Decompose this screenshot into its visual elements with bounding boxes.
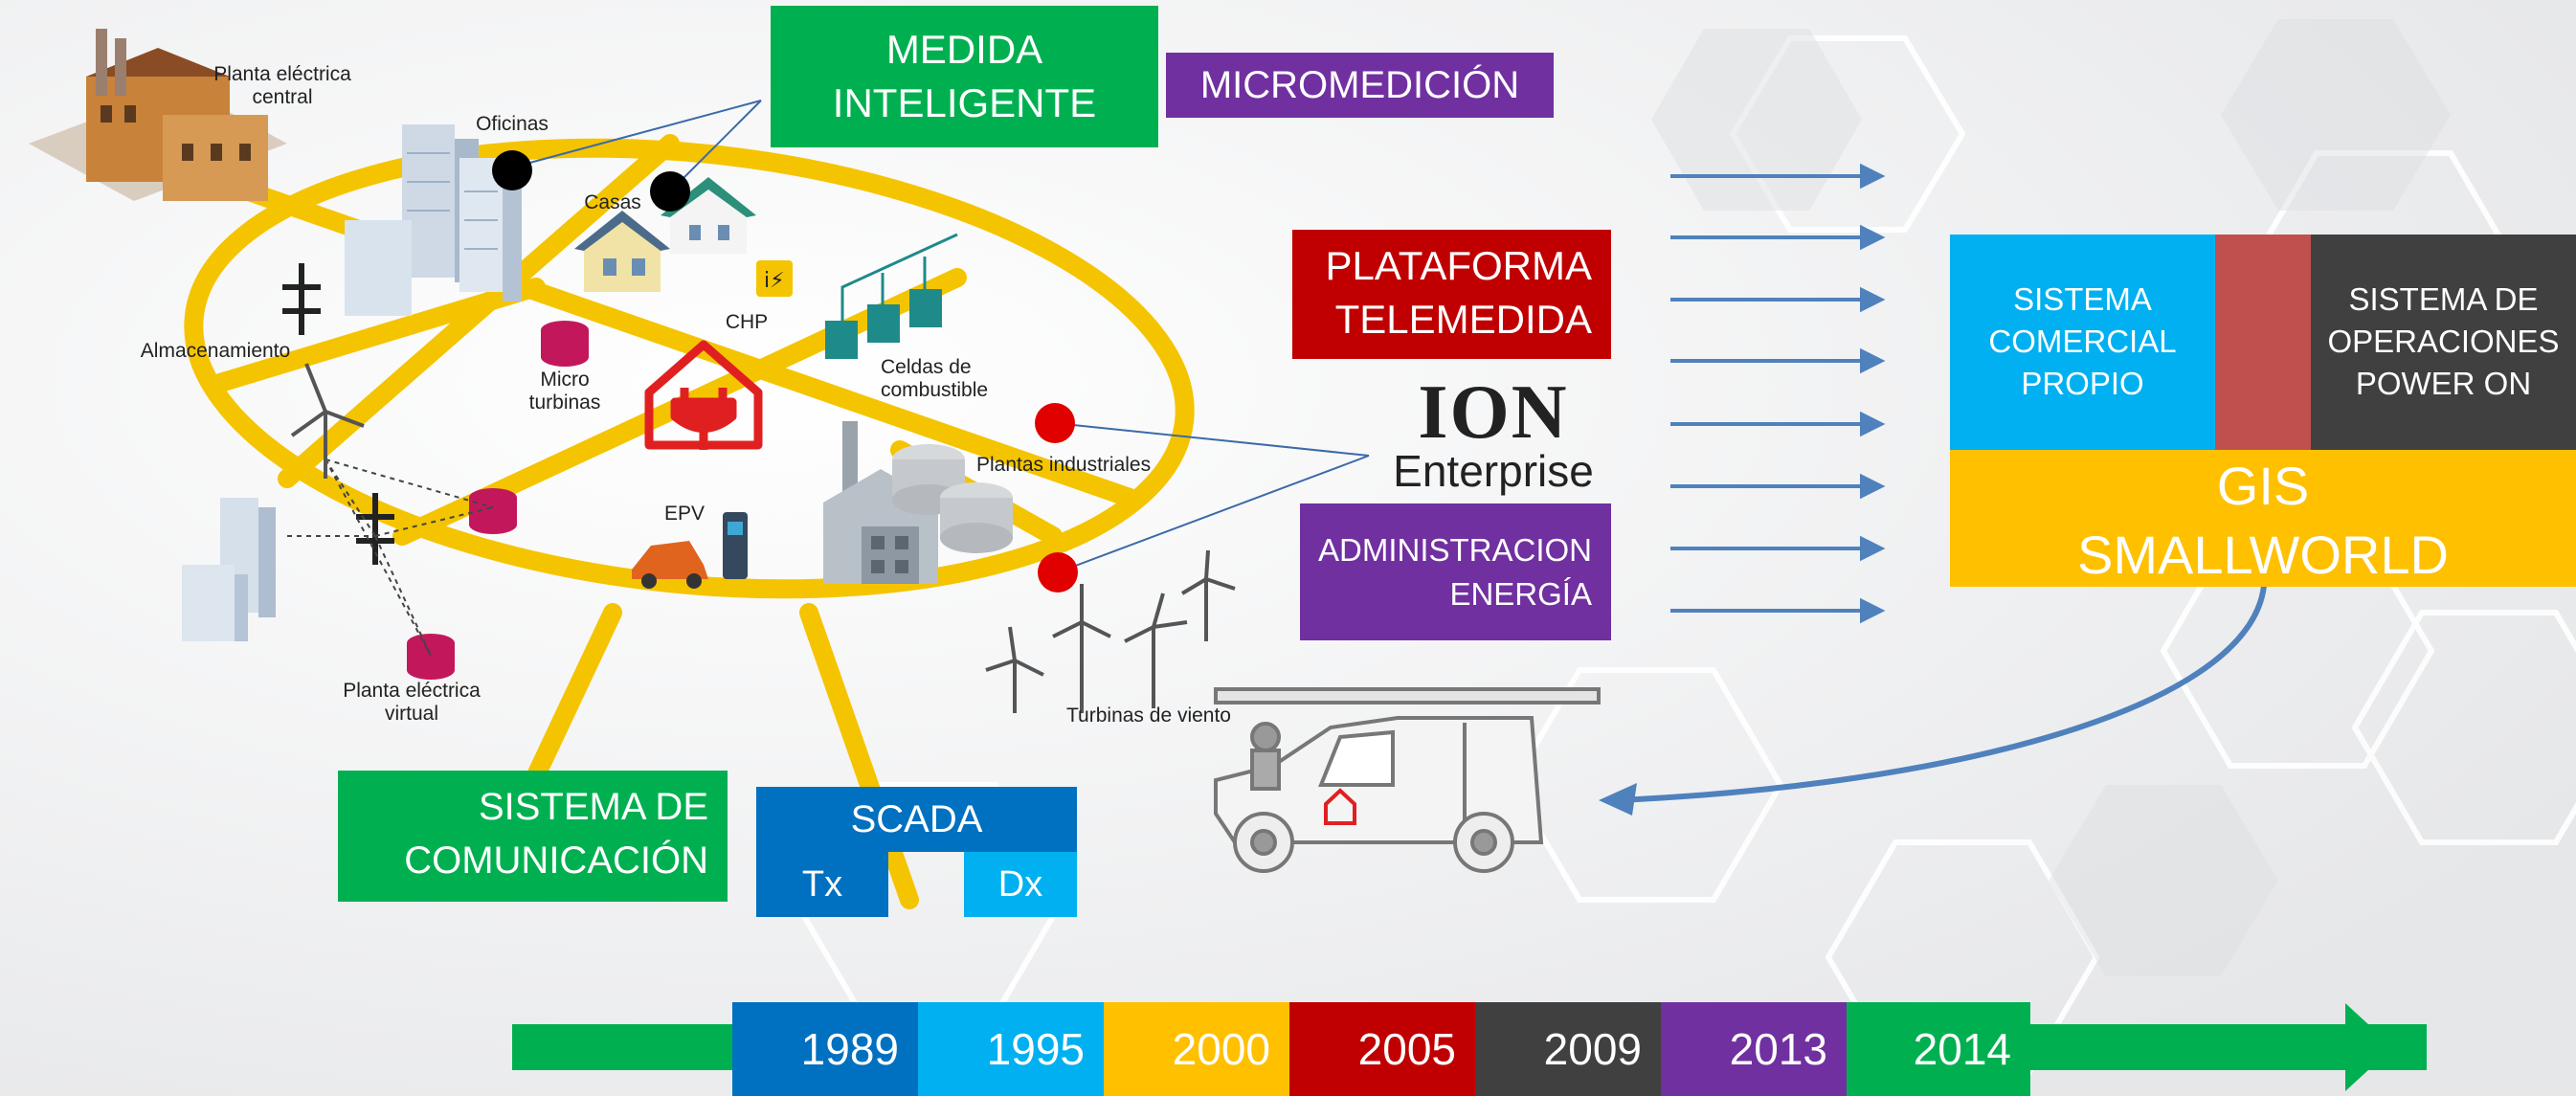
medida-inteligente-box: MEDIDA INTELIGENTE <box>771 6 1158 147</box>
year-2014: 2014 <box>1847 1002 2030 1096</box>
dx-box: Dx <box>964 852 1077 917</box>
ion-enterprise-logo: ION Enterprise <box>1369 370 1618 496</box>
office-buildings-icon <box>345 124 522 316</box>
measurement-point-icon <box>492 150 1078 593</box>
label-industrial-plants: Plantas industriales <box>976 454 1152 476</box>
service-truck-icon <box>1214 687 1601 873</box>
feedback-arrow <box>1617 585 2267 803</box>
house-plug-icon <box>644 340 763 450</box>
medida-line1: MEDIDA <box>885 27 1043 72</box>
electric-vehicle-icon <box>632 512 748 589</box>
year-2013: 2013 <box>1661 1002 1847 1096</box>
truck-logo-icon <box>1324 788 1356 825</box>
gis-line1: GIS <box>2216 456 2310 516</box>
gis-line2: SMALLWORLD <box>2077 525 2449 585</box>
sistema-operaciones-box: SISTEMA DE OPERACIONES POWER ON <box>2311 235 2576 450</box>
medida-line2: INTELIGENTE <box>832 80 1097 125</box>
micromedicion-box: MICROMEDICIÓN <box>1166 53 1554 118</box>
admin-line2: ENERGÍA <box>1449 576 1592 612</box>
sistema-comercial-box: SISTEMA COMERCIAL PROPIO <box>1950 235 2215 450</box>
comunicacion-line1: SISTEMA DE <box>478 786 708 828</box>
virtual-plant-buildings-icon <box>182 498 276 641</box>
label-chp: CHP <box>725 311 769 333</box>
administracion-energia-box: ADMINISTRACION ENERGÍA <box>1300 503 1611 640</box>
ion-enterprise-text: Enterprise <box>1393 446 1594 496</box>
scada-box: SCADA <box>756 787 1077 852</box>
operaciones-line2: OPERACIONES <box>2327 324 2560 359</box>
industrial-plant-icon <box>823 421 1013 584</box>
storage-icon <box>282 263 321 335</box>
year-1989: 1989 <box>732 1002 918 1096</box>
plataforma-telemedida-box: PLATAFORMA TELEMEDIDA <box>1292 230 1611 359</box>
connector-box <box>2215 235 2311 450</box>
comercial-line1: SISTEMA <box>2013 281 2152 317</box>
comunicacion-line2: COMUNICACIÓN <box>404 839 708 882</box>
grid-ring <box>184 138 1195 599</box>
year-2005: 2005 <box>1289 1002 1475 1096</box>
operaciones-line3: POWER ON <box>2355 366 2532 401</box>
gis-smallworld-box: GIS SMALLWORLD <box>1950 450 2576 587</box>
label-houses: Casas <box>584 191 641 213</box>
fuel-cells-icon <box>825 233 958 359</box>
tx-box: Tx <box>756 852 888 917</box>
plataforma-line1: PLATAFORMA <box>1325 243 1592 288</box>
year-2009: 2009 <box>1475 1002 1661 1096</box>
label-epv: EPV <box>663 503 706 525</box>
admin-line1: ADMINISTRACION <box>1317 532 1592 568</box>
ion-logo-text: ION <box>1418 370 1569 455</box>
wind-farm-icon <box>985 549 1236 713</box>
comercial-line3: PROPIO <box>2021 366 2144 401</box>
sistema-comunicacion-box: SISTEMA DE COMUNICACIÓN <box>338 771 728 902</box>
chp-icon: i⚡ <box>756 260 793 297</box>
operaciones-line1: SISTEMA DE <box>2348 281 2539 317</box>
comercial-line2: COMERCIAL <box>1988 324 2177 359</box>
central-power-plant-icon <box>29 29 287 201</box>
label-offices: Oficinas <box>476 113 549 135</box>
plataforma-line2: TELEMEDIDA <box>1334 297 1592 342</box>
year-2000: 2000 <box>1104 1002 1289 1096</box>
svg-text:i⚡: i⚡ <box>764 269 785 293</box>
label-storage: Almacenamiento <box>140 340 291 362</box>
wind-turbine-icon <box>290 363 365 479</box>
houses-icon <box>574 177 756 292</box>
year-1995: 1995 <box>918 1002 1104 1096</box>
input-arrows <box>1670 163 1886 624</box>
micro-turbine-icon <box>407 321 589 680</box>
label-wind-turbines: Turbinas de viento <box>1066 705 1231 727</box>
